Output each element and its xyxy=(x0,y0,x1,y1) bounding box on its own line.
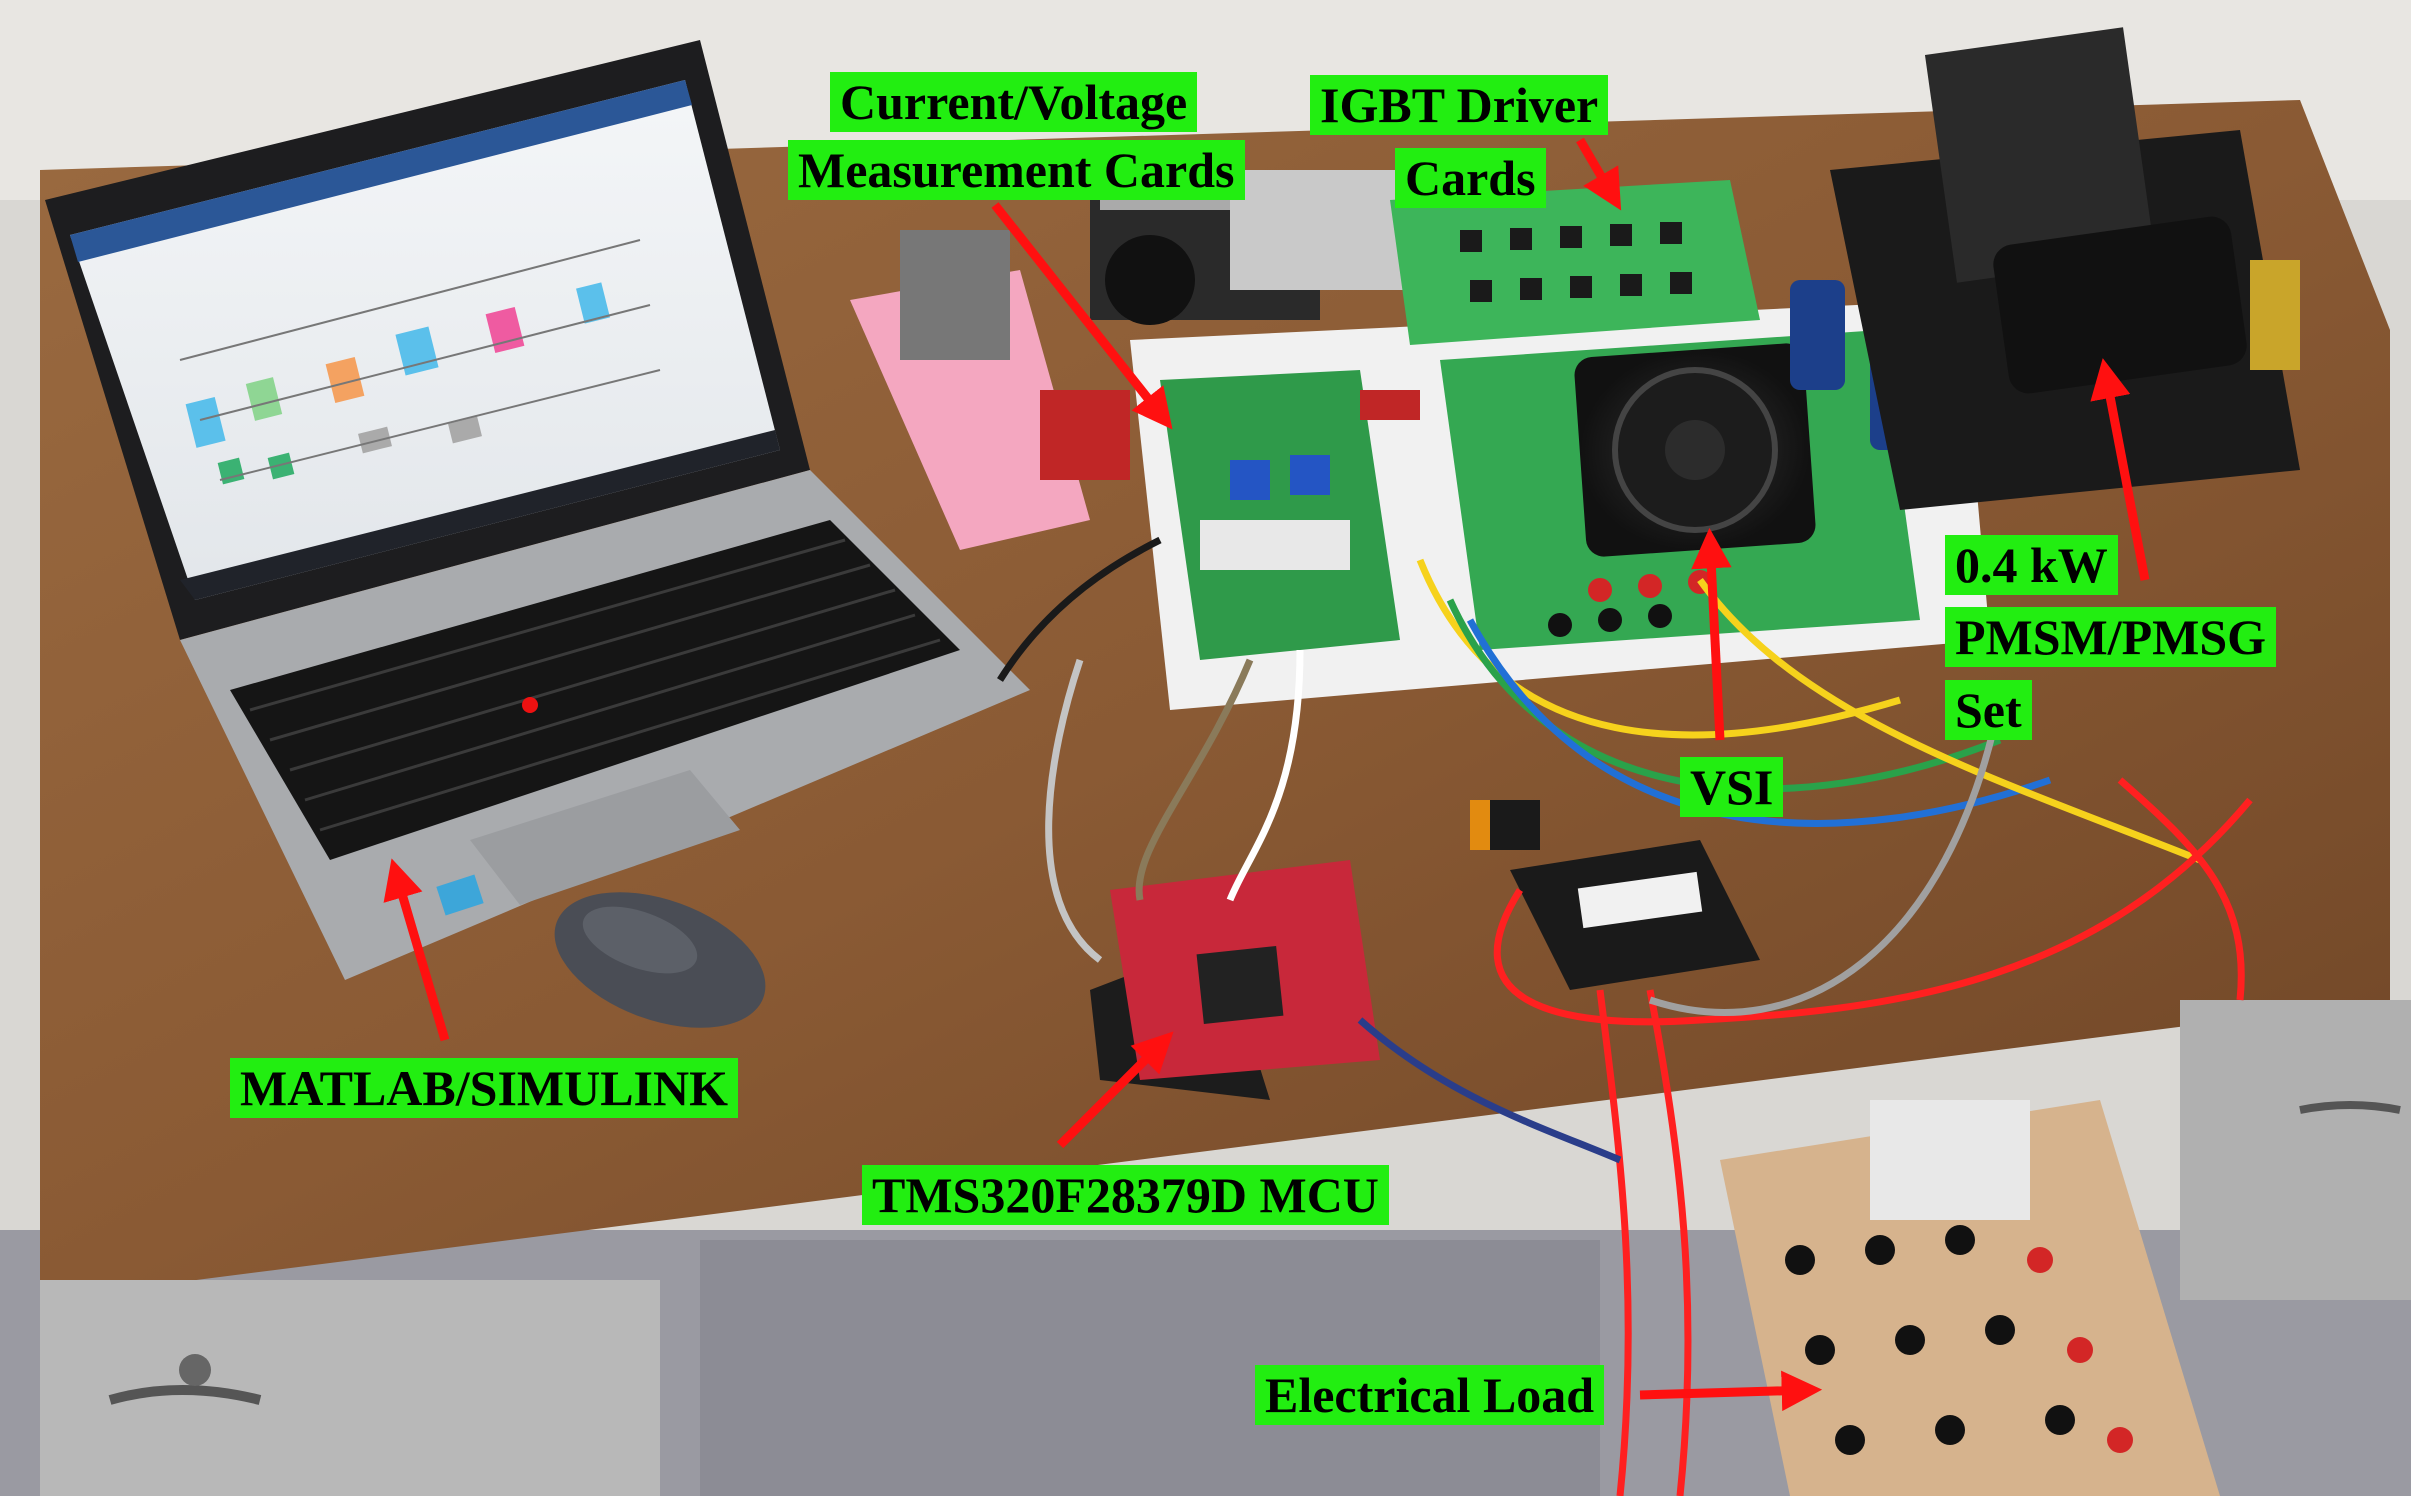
laptop-keyboard xyxy=(230,520,960,860)
measurement-cards xyxy=(1160,370,1400,660)
label-vsi: VSI xyxy=(1680,757,1784,817)
simulink-diagram xyxy=(179,239,661,485)
label-matlab-simulink: MATLAB/SIMULINK xyxy=(230,1058,739,1118)
igbt-driver-cards xyxy=(1390,180,1760,345)
label-igbt-line1: IGBT Driver xyxy=(1310,75,1609,135)
label-current-voltage-line2: Measurement Cards xyxy=(788,140,1245,200)
electrical-load-board xyxy=(1720,1100,2220,1496)
touchpad xyxy=(470,770,740,905)
transformer xyxy=(900,230,1010,360)
label-motor-line1: 0.4 kW xyxy=(1945,535,2118,595)
label-motor-line2: PMSM/PMSG xyxy=(1945,607,2277,667)
label-electrical-load: Electrical Load xyxy=(1255,1365,1605,1425)
label-motor-line3: Set xyxy=(1945,680,2032,740)
desk-drawer xyxy=(40,1280,660,1496)
label-current-voltage-line1: Current/Voltage xyxy=(830,72,1198,132)
label-igbt-line2: Cards xyxy=(1395,148,1546,208)
label-mcu: TMS320F28379D MCU xyxy=(862,1165,1389,1225)
drawer-handle-icon xyxy=(108,1385,262,1405)
